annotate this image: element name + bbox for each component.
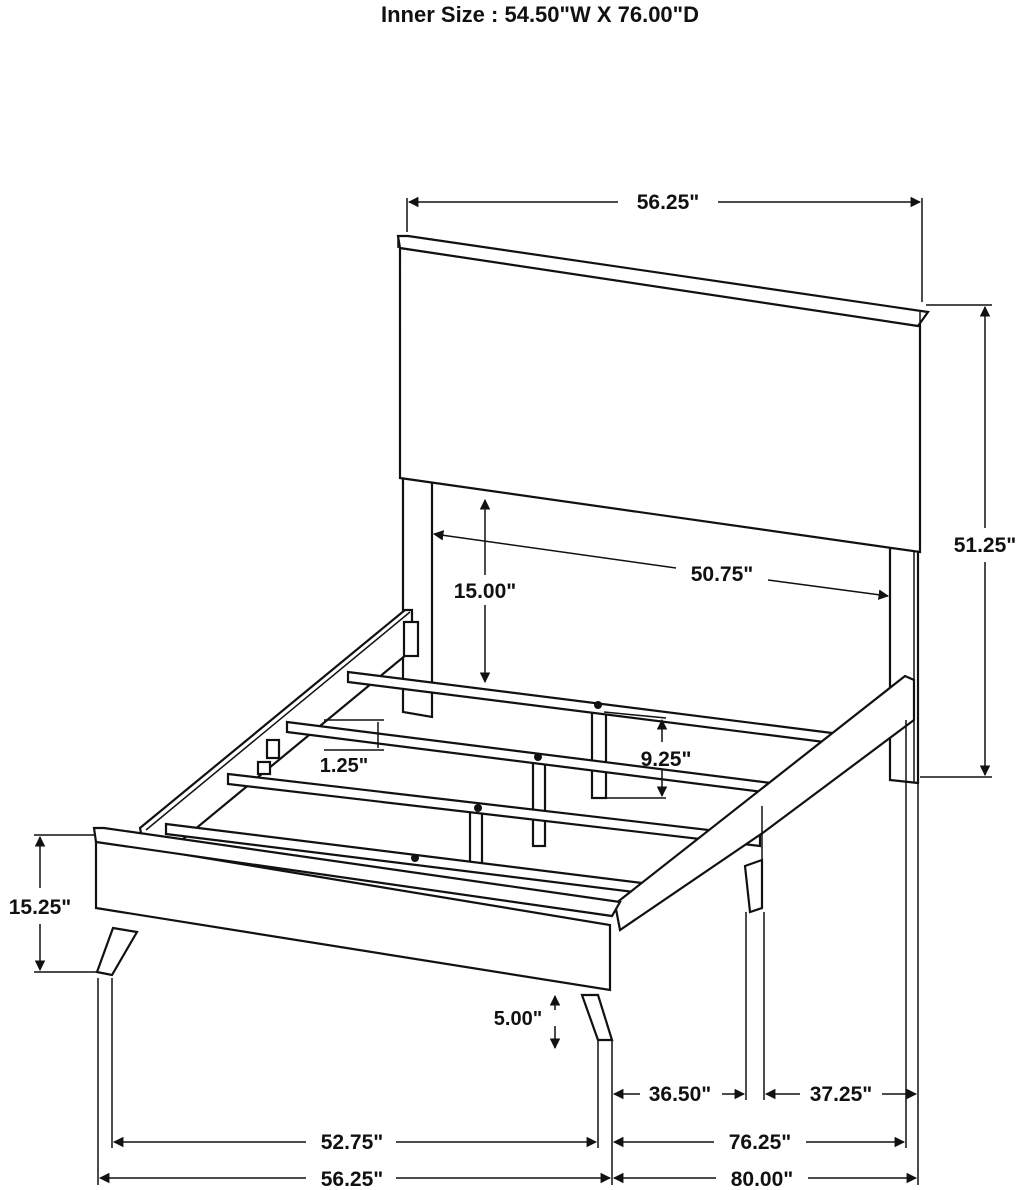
length-inner-label: 76.25" [729,1131,792,1154]
length-overall-label: 80.00" [731,1168,794,1190]
footboard-height-label: 15.25" [9,896,72,919]
slat-height-label: 1.25" [320,755,368,777]
footboard-legs [95,926,614,1042]
headboard-panel [396,234,930,554]
center-supports [468,708,608,870]
headboard-height-label: 51.25" [954,534,1017,557]
diagram-title: Inner Size : 54.50"W X 76.00"D [381,2,699,27]
bed-illustration [92,234,930,1042]
headboard-width-label: 56.25" [637,191,700,214]
left-side-rail [138,608,420,871]
right-side-rail [613,674,916,932]
inner-width-label: 50.75" [691,563,754,586]
footboard [92,826,622,992]
dimension-labels: 56.25" 51.25" 50.75" 15.00" 1.25" 9.25" … [9,191,1017,1190]
rail-back-label: 37.25" [810,1083,873,1106]
leg-height-label: 5.00" [494,1008,542,1030]
width-overall-label: 56.25" [321,1168,384,1190]
slats [164,670,842,896]
width-inner-label: 52.75" [321,1131,384,1154]
leg-clearance-label: 15.00" [454,580,517,603]
rail-front-label: 36.50" [649,1083,712,1106]
center-leg-label: 9.25" [641,748,692,771]
dimension-lines [34,196,992,1185]
